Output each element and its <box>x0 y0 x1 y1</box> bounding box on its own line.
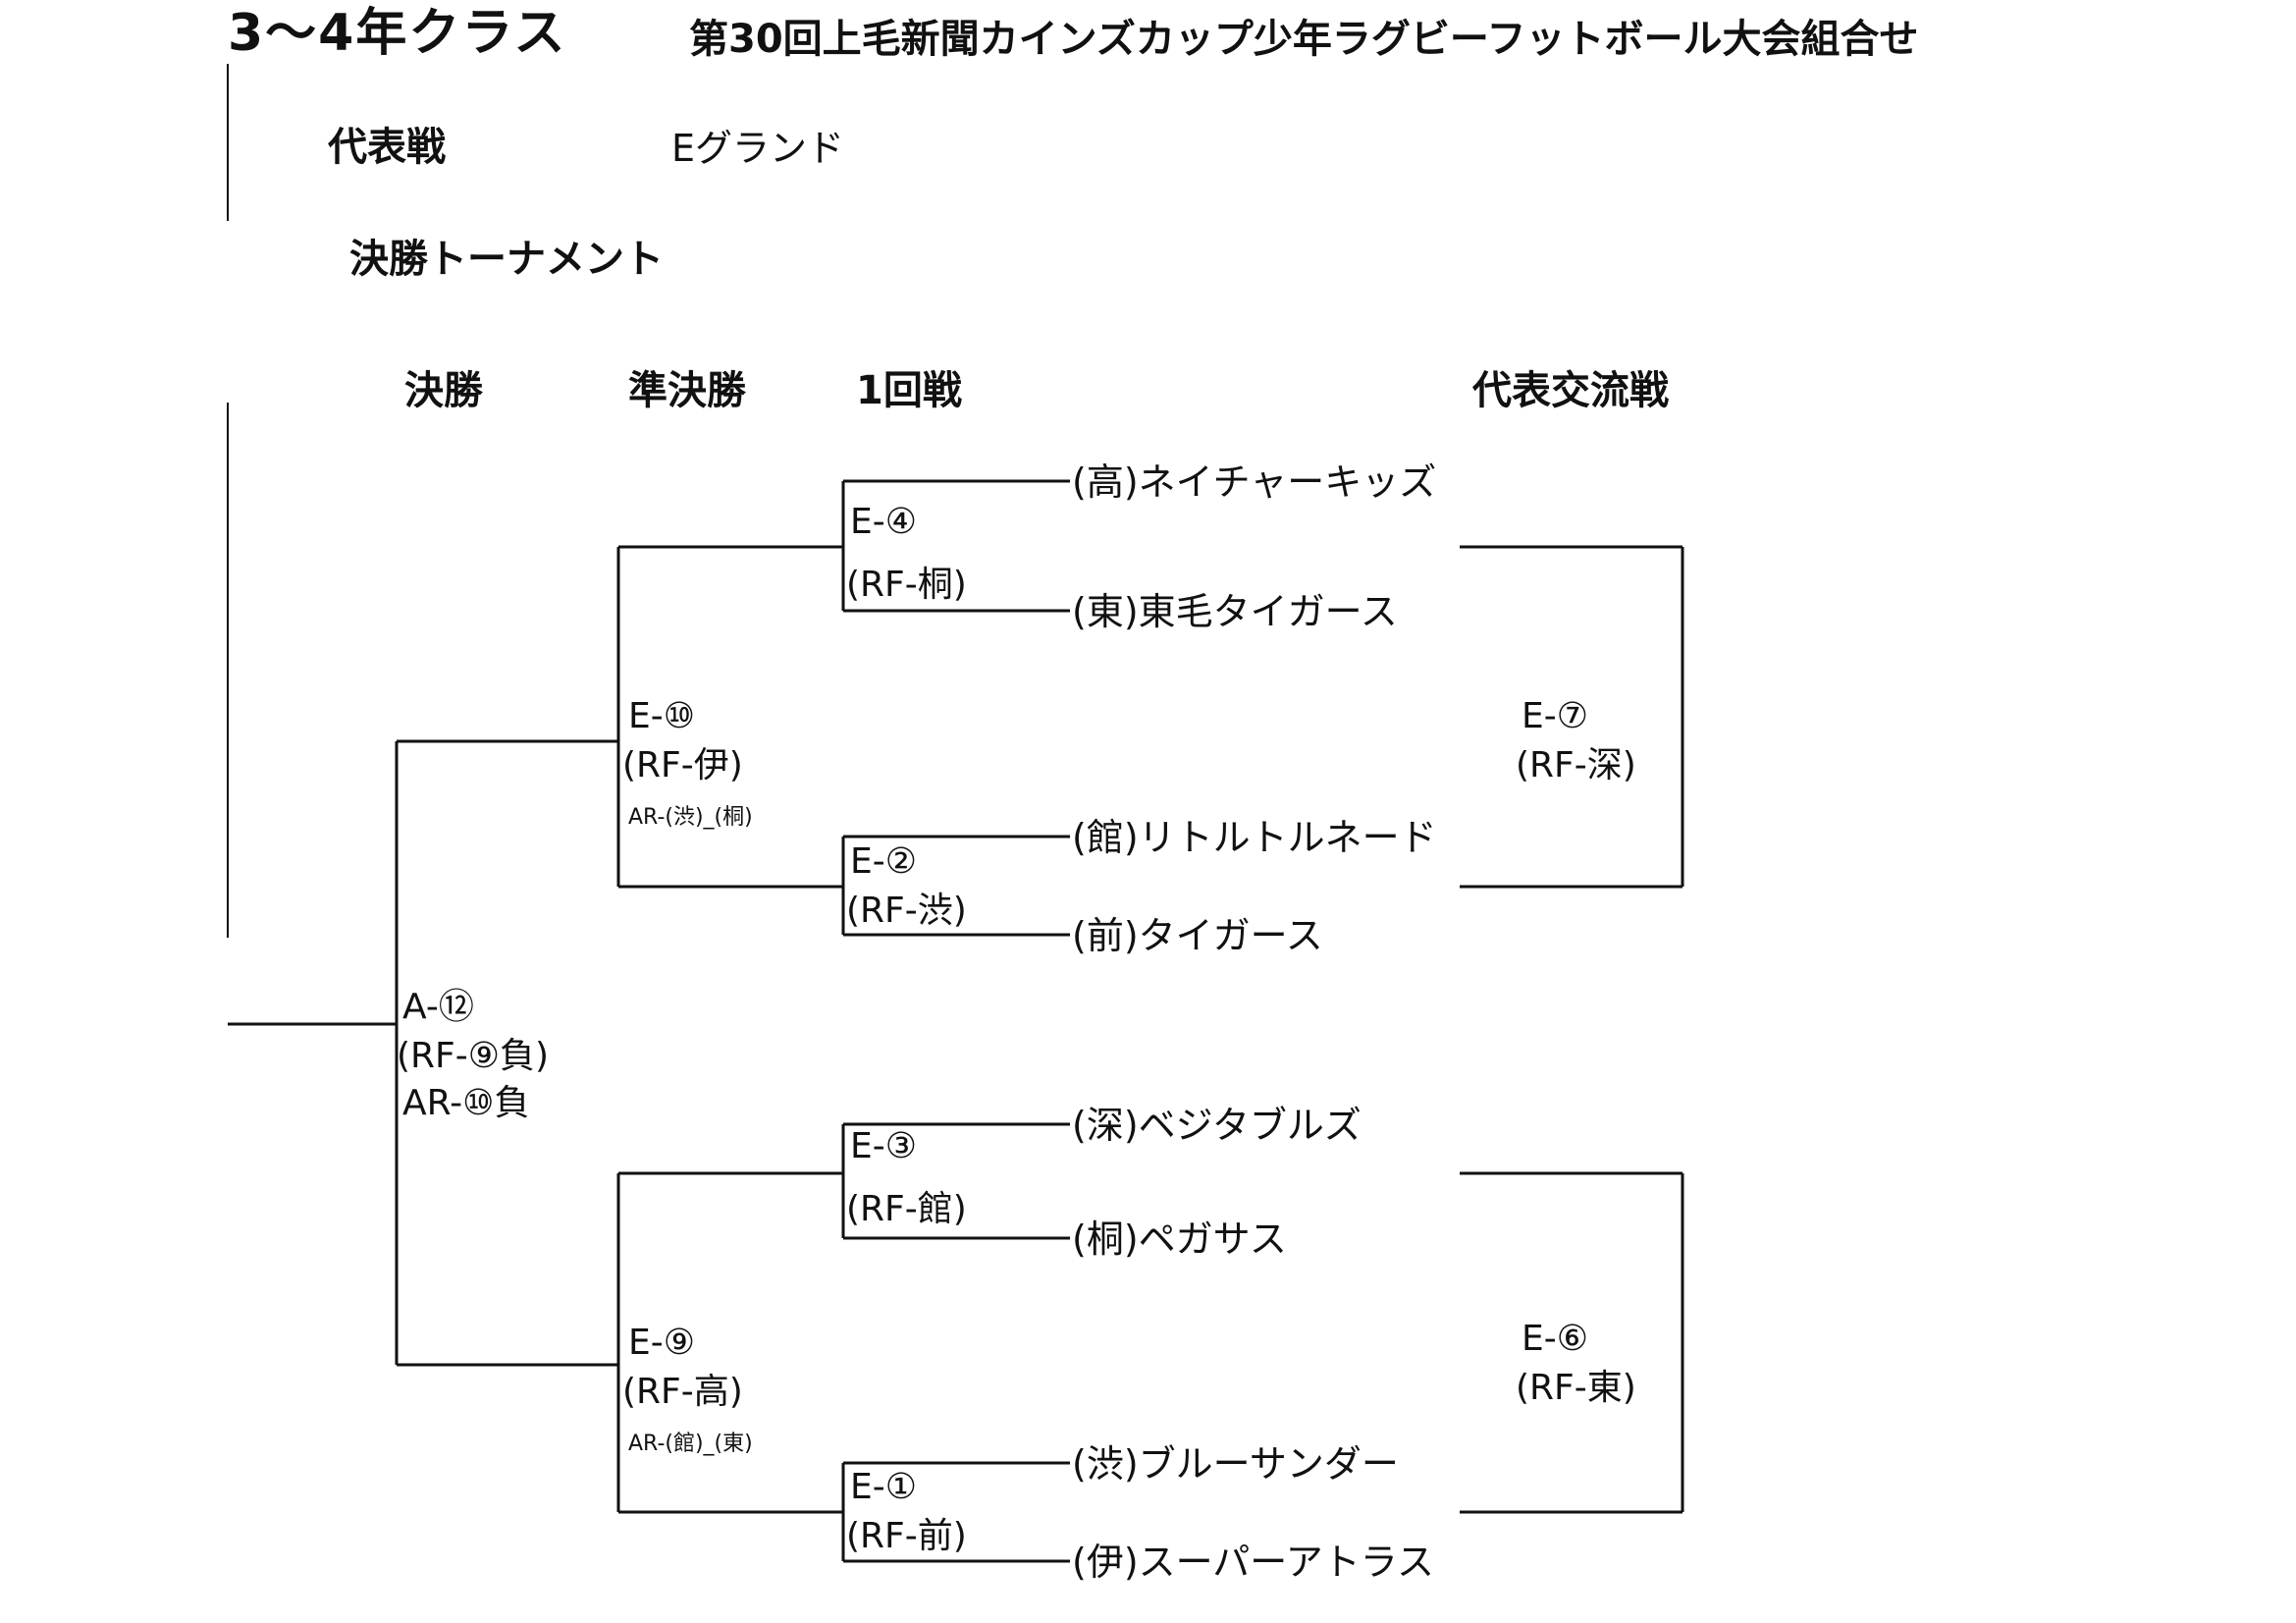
ex-top-code: E-⑦ <box>1522 696 1589 736</box>
r1-d-code: E-① <box>850 1467 918 1507</box>
final-ar: AR-⑩負 <box>402 1083 530 1123</box>
column-semifinal: 準決勝 <box>628 368 746 413</box>
r1-a-rf: (RF-桐) <box>846 565 967 605</box>
team-entry: (渋)ブルーサンダー <box>1072 1442 1399 1486</box>
section-label: 代表戦 <box>328 125 446 170</box>
r1-a-code: E-④ <box>850 502 918 542</box>
r1-c-code: E-③ <box>850 1126 918 1166</box>
team-entry: (前)タイガース <box>1072 914 1323 957</box>
team-entry: (高)ネイチャーキッズ <box>1072 460 1437 504</box>
final-code: A-⑫ <box>402 987 474 1027</box>
ex-bottom-code: E-⑥ <box>1522 1319 1589 1359</box>
r1-c-rf: (RF-館) <box>846 1189 967 1229</box>
team-entry: (東)東毛タイガース <box>1072 590 1398 633</box>
class-title: 3～4年クラス <box>228 4 567 63</box>
semi-top-code: E-⑩ <box>628 696 696 736</box>
final-rf: (RF-⑨負) <box>397 1036 550 1076</box>
semi-bottom-rf: (RF-高) <box>622 1372 743 1412</box>
team-entry: (桐)ペガサス <box>1072 1217 1287 1261</box>
team-entry: (伊)スーパーアトラス <box>1072 1541 1434 1584</box>
bracket-title: 決勝トーナメント <box>349 237 664 282</box>
team-entry: (館)リトルトルネード <box>1072 816 1437 859</box>
semi-top-ar: AR-(渋)_(桐) <box>628 805 753 830</box>
semi-bottom-code: E-⑨ <box>628 1323 696 1363</box>
column-final: 決勝 <box>404 368 483 413</box>
ex-bottom-rf: (RF-東) <box>1516 1368 1636 1408</box>
column-exchange: 代表交流戦 <box>1472 368 1669 413</box>
r1-d-rf: (RF-前) <box>846 1516 967 1556</box>
r1-b-rf: (RF-渋) <box>846 891 967 931</box>
semi-bottom-ar: AR-(館)_(東) <box>628 1432 753 1456</box>
r1-b-code: E-② <box>850 841 918 882</box>
column-round1: 1回戦 <box>856 368 962 413</box>
ex-top-rf: (RF-深) <box>1516 745 1636 785</box>
ground-label: Eグランド <box>671 127 845 170</box>
event-title: 第30回上毛新聞カインズカップ少年ラグビーフットボール大会組合せ <box>689 17 1919 62</box>
team-entry: (深)ベジタブルズ <box>1072 1104 1362 1147</box>
semi-top-rf: (RF-伊) <box>622 745 743 785</box>
